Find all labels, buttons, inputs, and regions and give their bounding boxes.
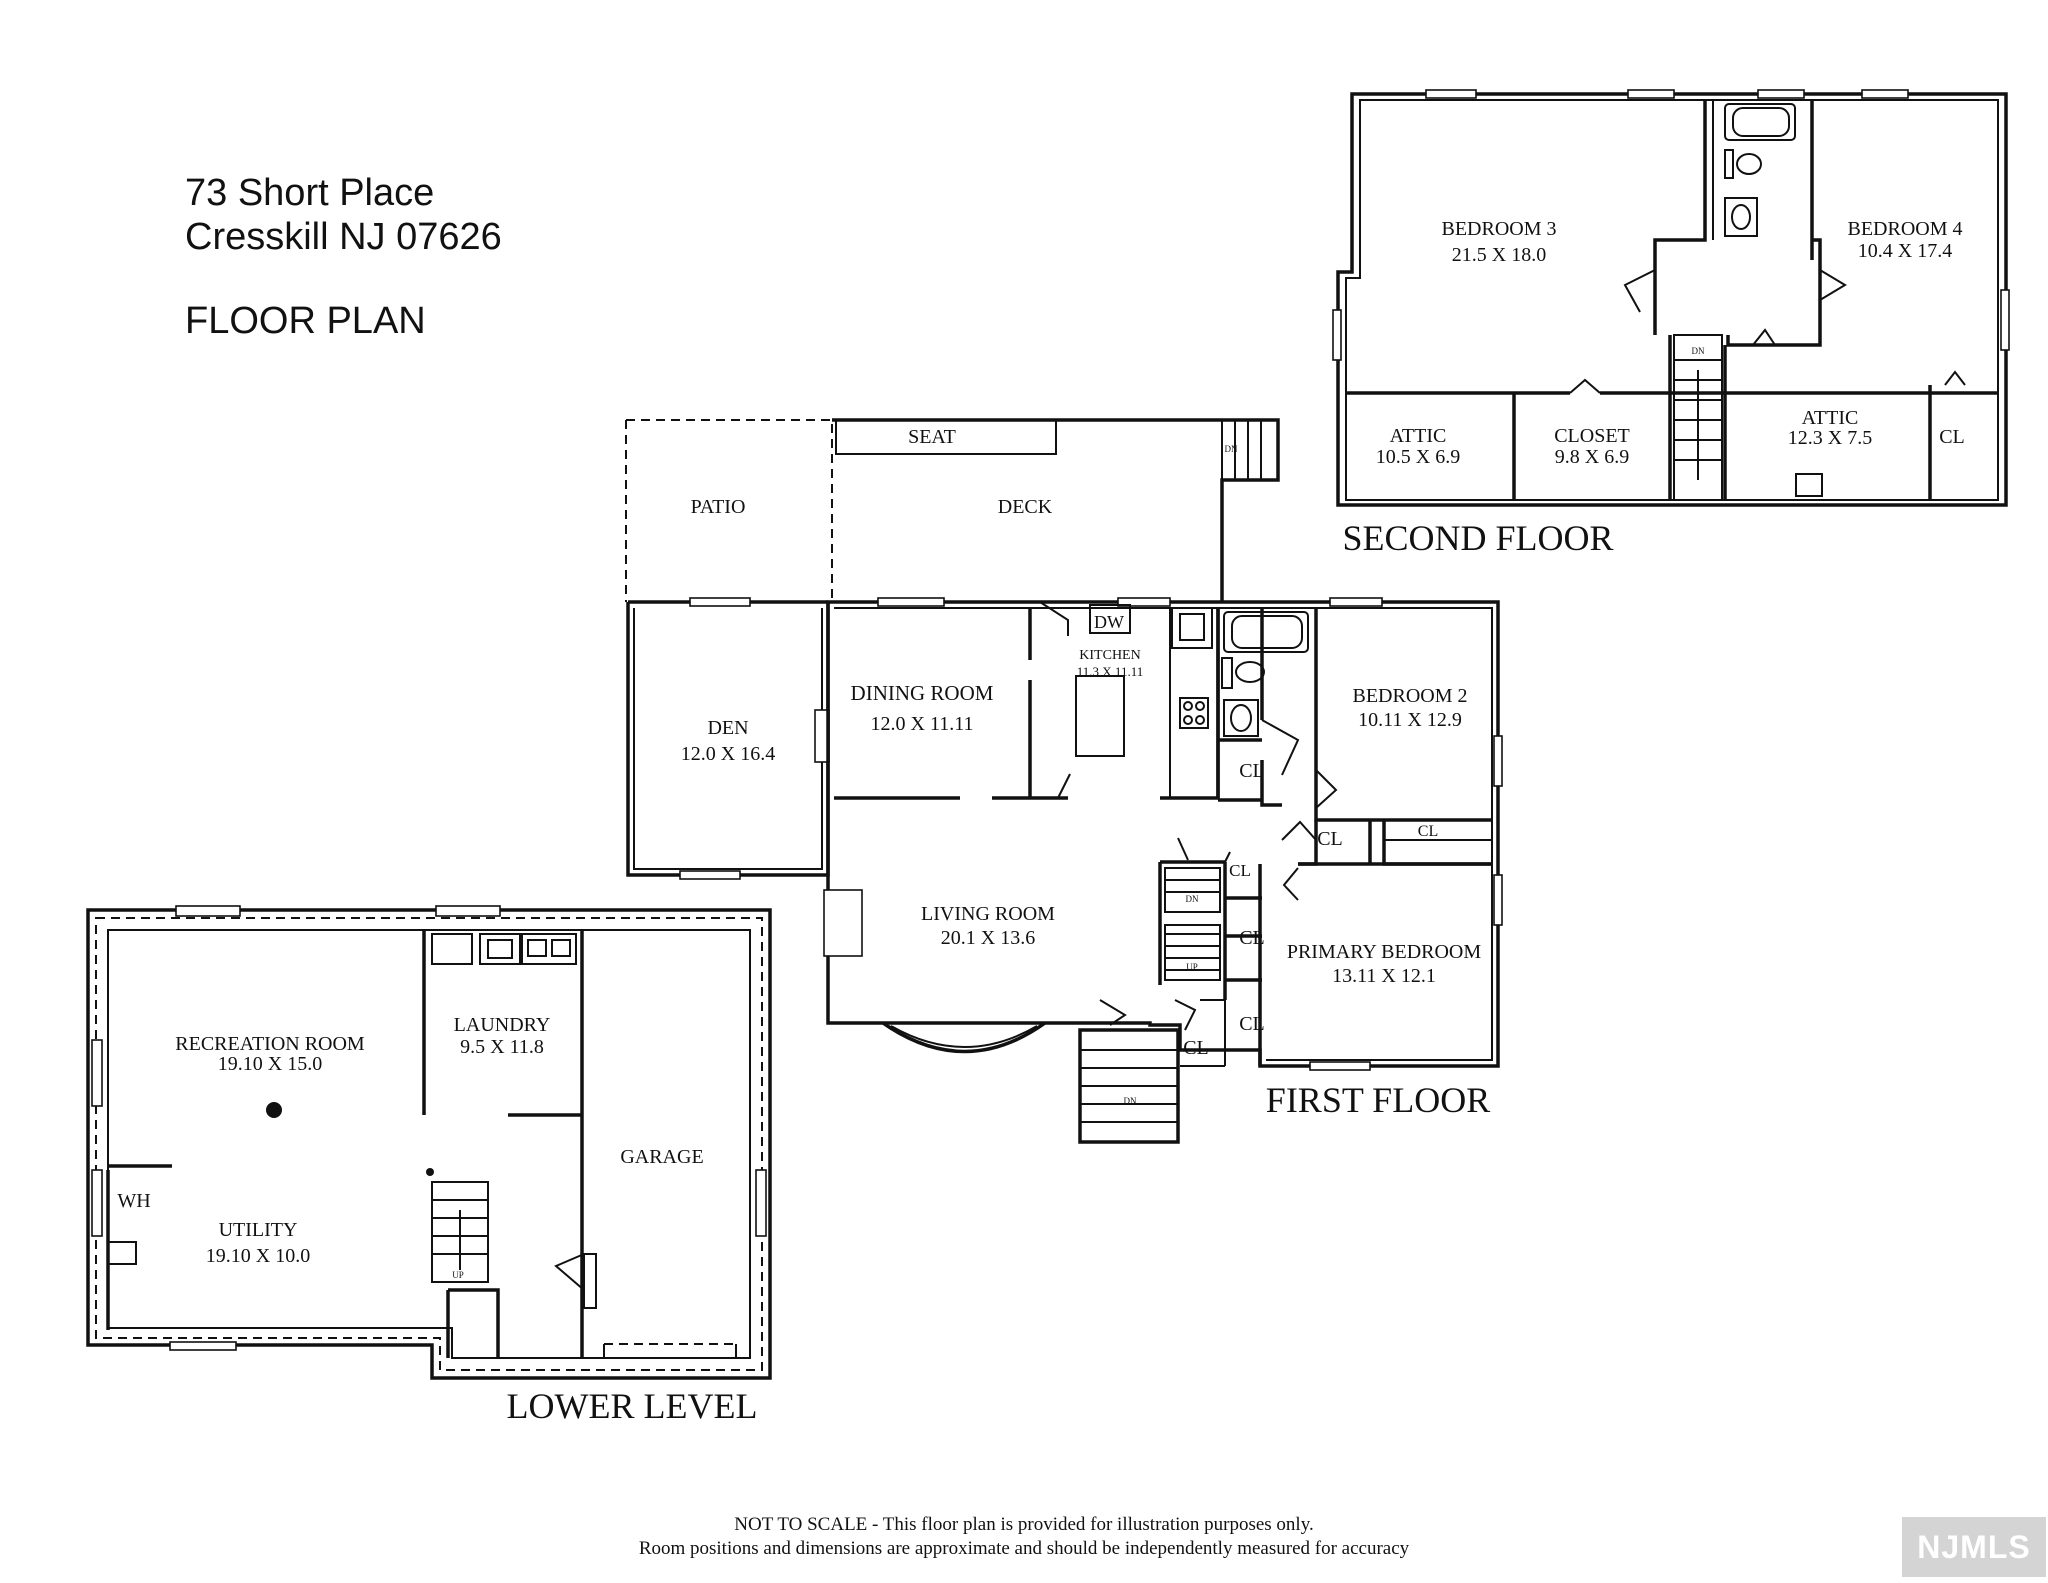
closet-dims: 9.8 X 6.9 [1555,446,1629,468]
laundry-label: LAUNDRY [454,1014,551,1036]
patio-label: PATIO [691,496,746,518]
attic-1-dims: 10.5 X 6.9 [1376,446,1460,468]
second-floor-plan [1332,89,2010,507]
dishwasher-label: DW [1094,612,1124,632]
address-line-1: 73 Short Place [185,172,435,214]
living-room-dims: 20.1 X 13.6 [941,927,1035,949]
water-heater-label: WH [117,1190,150,1212]
attic-2-dims: 12.3 X 7.5 [1788,427,1872,449]
first-floor-stair-up: UP [1186,962,1198,972]
recreation-room-dims: 19.10 X 15.0 [218,1053,322,1075]
lower-level-plan [86,905,772,1380]
closet-label-bedroom-2: CL [1418,823,1438,840]
kitchen-dims: 11.3 X 11.11 [1077,664,1143,679]
bedroom-3-label: BEDROOM 3 [1441,218,1556,240]
dining-room-dims: 12.0 X 11.11 [871,713,974,735]
primary-bedroom-label: PRIMARY BEDROOM [1287,941,1482,963]
plan-title: FLOOR PLAN [185,300,426,342]
closet-label-entry: CL [1183,1037,1209,1059]
primary-bedroom-dims: 13.11 X 12.1 [1332,965,1436,987]
lower-level-label: LOWER LEVEL [507,1386,758,1426]
closet-label-primary-2: CL [1239,1013,1265,1035]
address-line-2: Cresskill NJ 07626 [185,216,502,258]
living-room-label: LIVING ROOM [921,903,1055,925]
front-stair-dn: DN [1124,1096,1137,1106]
attic-1-label: ATTIC [1390,425,1447,447]
kitchen-label: KITCHEN [1079,648,1140,663]
den-dims: 12.0 X 16.4 [681,743,775,765]
closet-label-hall: CL [1317,828,1343,850]
closet-label-bath: CL [1239,760,1265,782]
attic-2-label: ATTIC [1802,407,1859,429]
second-floor-closet-label: CL [1939,426,1965,448]
bedroom-2-label: BEDROOM 2 [1352,685,1467,707]
den-label: DEN [707,717,748,739]
first-floor-plan [625,418,1503,1144]
disclaimer-line-1: NOT TO SCALE - This floor plan is provid… [734,1514,1314,1535]
recreation-room-label: RECREATION ROOM [175,1033,365,1055]
first-floor-stair-dn: DN [1186,894,1199,904]
deck-stair-label: DN [1225,444,1238,454]
second-floor-label: SECOND FLOOR [1342,518,1613,558]
garage-label: GARAGE [620,1146,703,1168]
bedroom-4-dims: 10.4 X 17.4 [1858,240,1952,262]
first-floor-label: FIRST FLOOR [1266,1080,1490,1120]
disclaimer-line-2: Room positions and dimensions are approx… [638,1538,1410,1559]
laundry-dims: 9.5 X 11.8 [460,1036,544,1058]
seat-label: SEAT [908,426,956,448]
bedroom-4-label: BEDROOM 4 [1847,218,1962,240]
njmls-logo: NJMLS [1902,1517,2046,1577]
closet-label: CLOSET [1554,425,1630,447]
closet-label-primary-1: CL [1239,927,1265,949]
deck-label: DECK [998,496,1053,518]
bedroom-2-dims: 10.11 X 12.9 [1358,709,1462,731]
lower-level-stair-label: UP [452,1270,464,1280]
closet-label-linen: CL [1229,861,1251,880]
utility-label: UTILITY [219,1219,298,1241]
dining-room-label: DINING ROOM [851,681,994,705]
utility-dims: 19.10 X 10.0 [206,1245,310,1267]
second-floor-stair-label: DN [1692,346,1705,356]
bedroom-3-dims: 21.5 X 18.0 [1452,244,1546,266]
